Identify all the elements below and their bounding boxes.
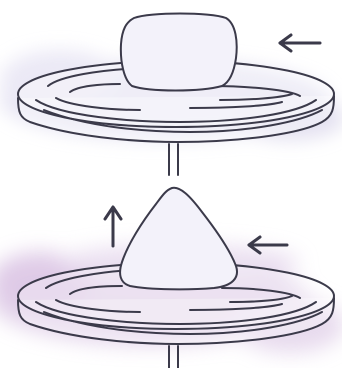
- panel-top: [0, 12, 342, 176]
- clay-block-top: [119, 12, 238, 92]
- wheel-top: [17, 60, 335, 144]
- clay-cone-bottom: [119, 186, 238, 291]
- panel-bottom: [0, 186, 342, 368]
- arrow-left-icon: [247, 235, 289, 255]
- arrow-left-icon: [278, 33, 322, 53]
- spindle-top: [168, 143, 179, 176]
- spindle-bottom: [168, 345, 179, 368]
- arrow-up-icon: [103, 205, 123, 248]
